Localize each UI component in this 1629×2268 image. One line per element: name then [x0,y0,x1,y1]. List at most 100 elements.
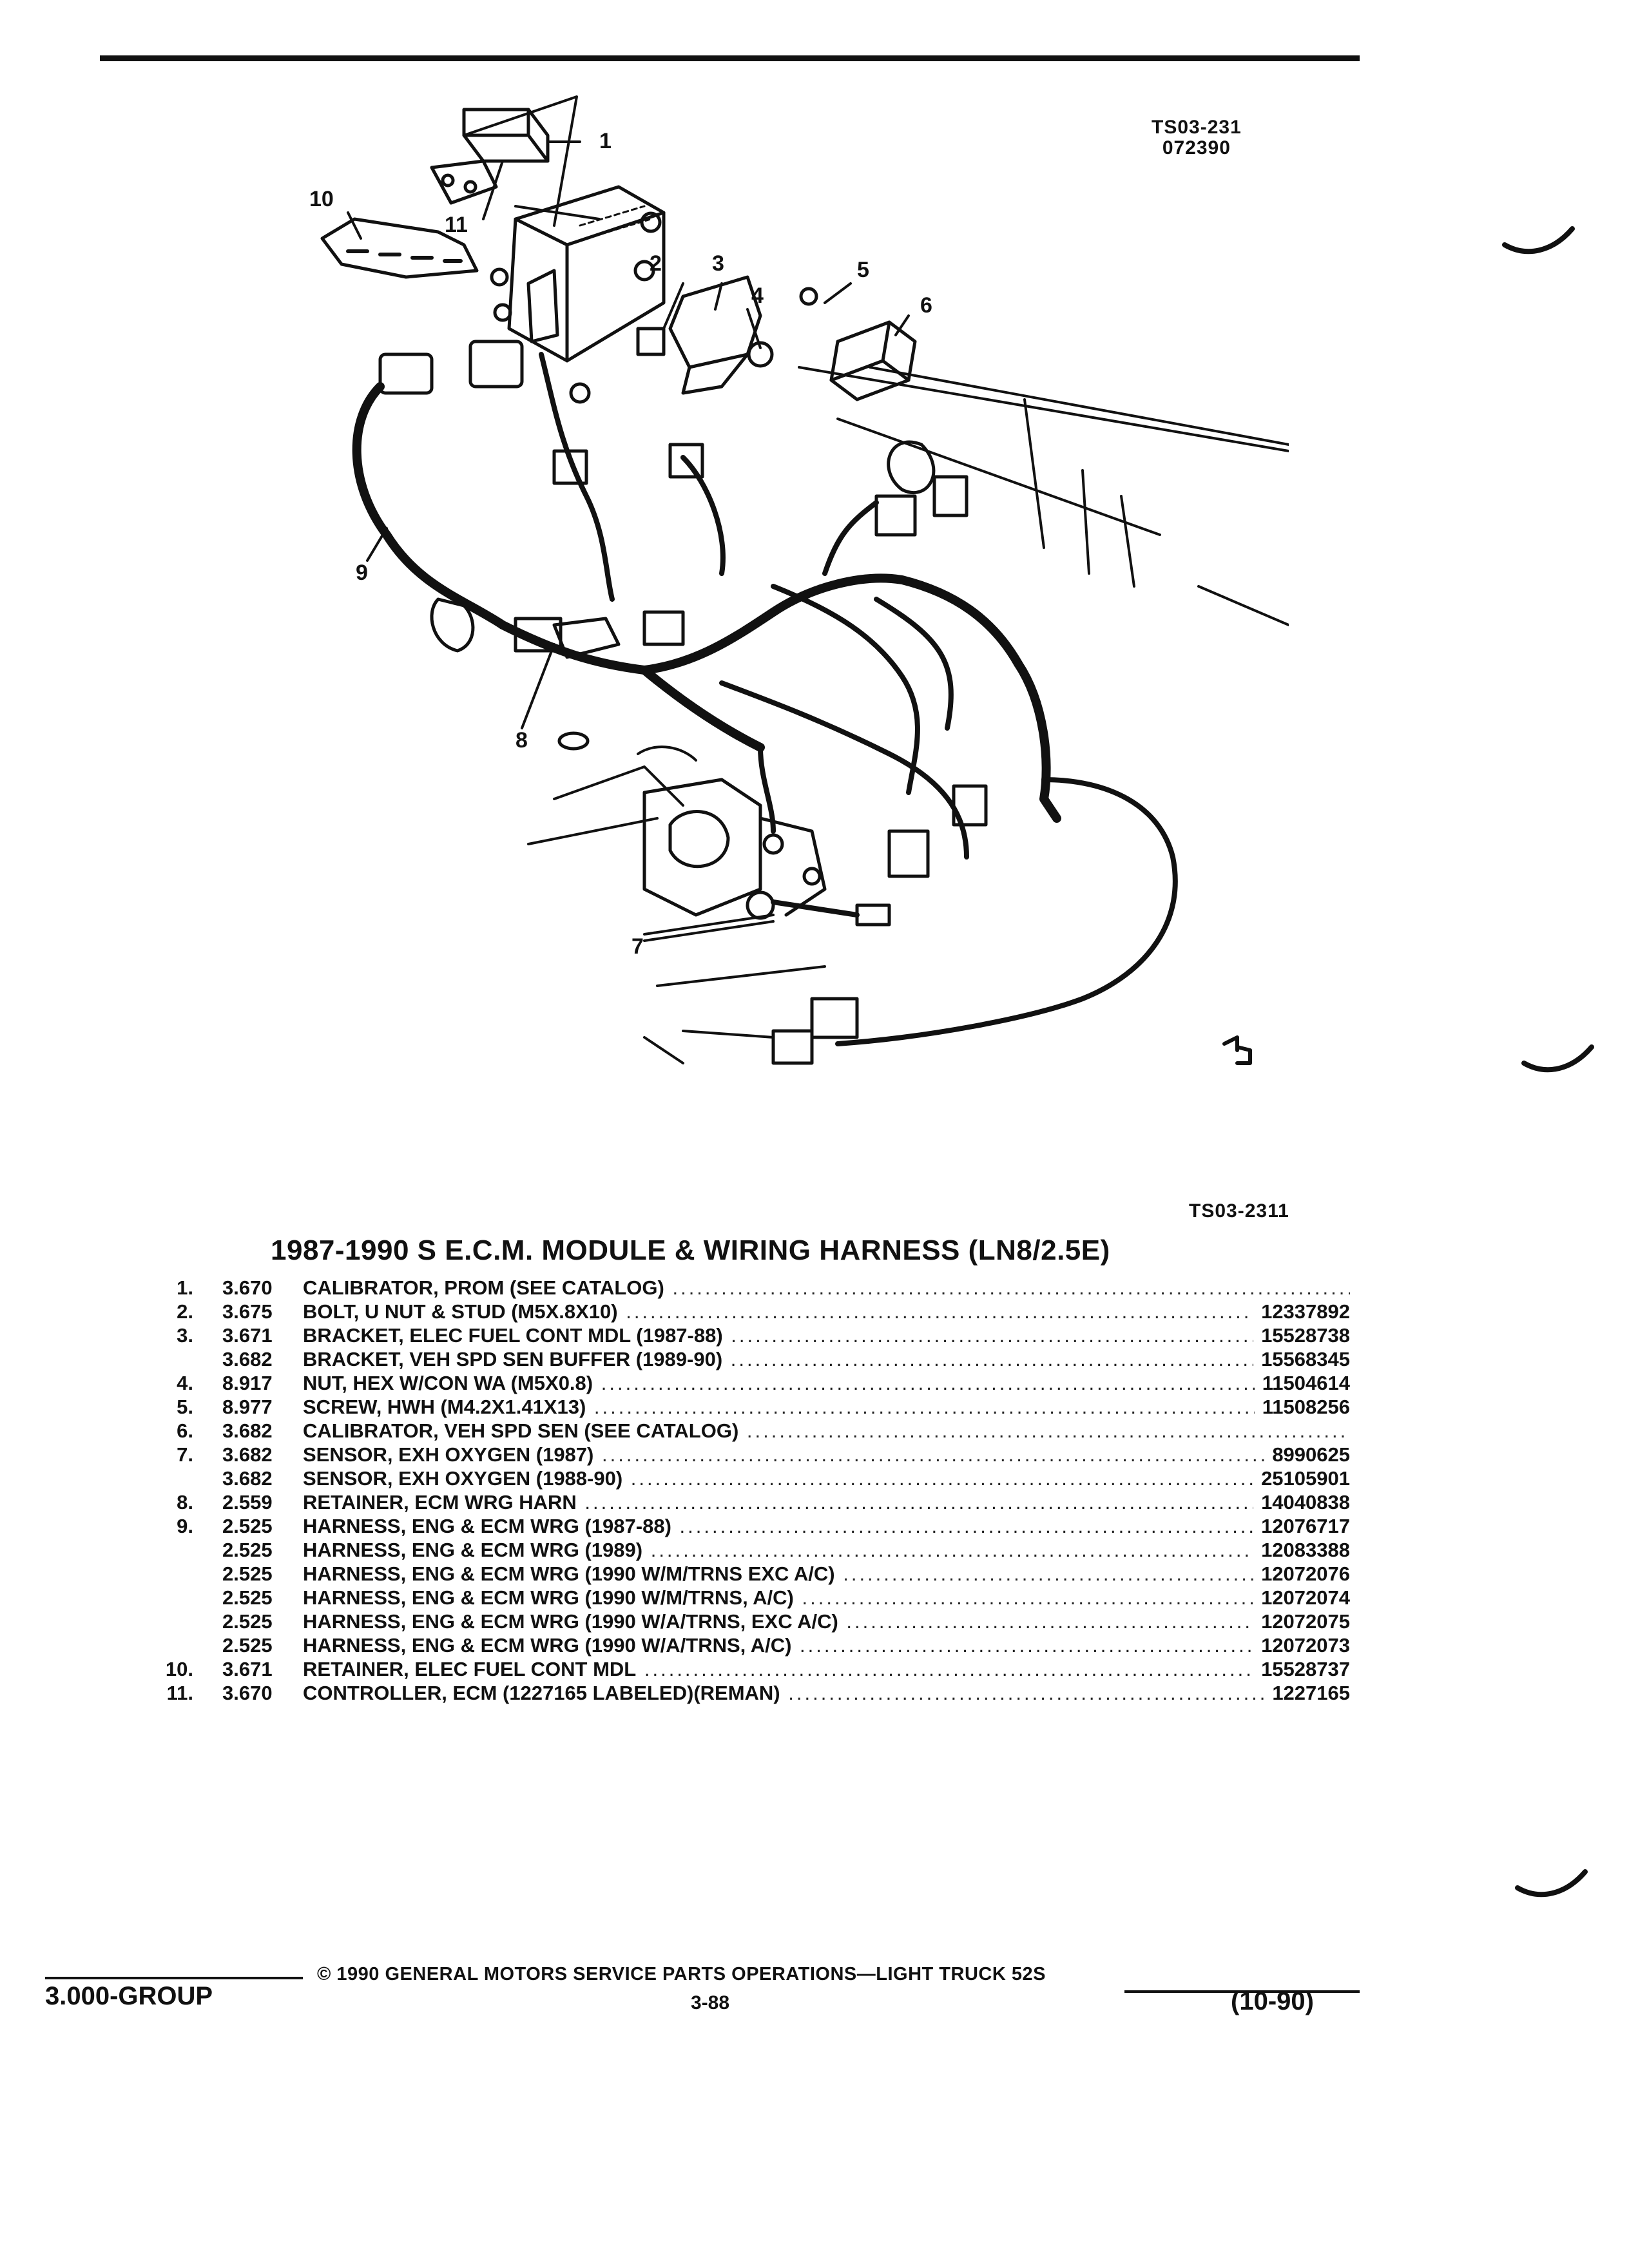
footer-page-number: 3-88 [691,1992,730,2013]
part-name: SENSOR [303,1443,387,1466]
part-name: SCREW [303,1396,376,1418]
callout-5: 5 [857,258,869,282]
part-name: SENSOR [303,1467,387,1490]
page-title: 1987-1990 S E.C.M. MODULE & WIRING HARNE… [271,1235,1110,1266]
engine-block [642,778,827,917]
leader-dots: ........................................… [746,1419,1350,1442]
publisher-mark [1222,1035,1252,1065]
leader-dots: ........................................… [601,1372,1350,1394]
part-description: SENSOR, EXH OXYGEN (1987) ..............… [303,1443,1350,1466]
part-detail: , ELEC FUEL CONT MDL [403,1658,637,1680]
callout-9: 9 [356,561,368,585]
part-name: RETAINER [303,1658,404,1680]
footer-copyright: © 1990 GENERAL MOTORS SERVICE PARTS OPER… [317,1964,1046,1984]
part-description: CONTROLLER, ECM (1227165 LABELED)(REMAN)… [303,1681,1350,1705]
part-description: RETAINER, ECM WRG HARN .................… [303,1490,1350,1514]
part-detail: , ENG & ECM WRG (1990 W/M/TRNS EXC A/C) [400,1562,835,1585]
part-number: 1227165 [1264,1681,1350,1705]
part-number: 12072073 [1253,1633,1350,1657]
part-description: HARNESS, ENG & ECM WRG (1990 W/M/TRNS EX… [303,1562,1350,1586]
part-number: 15568345 [1253,1347,1350,1371]
exhaust-oxygen-sensor [557,731,891,927]
leader-dots: ........................................… [672,1276,1350,1299]
group-code: 2.525 [222,1515,273,1537]
item-number: 10. [165,1658,193,1680]
retainer-elec-fuel-cont-mdl [320,217,479,279]
group-code: 3.671 [222,1324,273,1347]
vss-calibrator [799,287,917,401]
margin-tick-mark [1521,1044,1594,1073]
item-number: 4. [177,1372,193,1394]
part-name: CALIBRATOR [303,1276,434,1299]
part-description: NUT, HEX W/CON WA (M5X0.8) .............… [303,1371,1350,1395]
part-detail: , ELEC FUEL CONT MDL (1987-88) [398,1324,723,1347]
harness-retainer [552,617,621,659]
group-code: 2.525 [222,1539,273,1561]
ecm-bracket [636,275,774,395]
group-code: 3.682 [222,1443,273,1466]
part-detail: , ECM WRG HARN [403,1491,577,1514]
footer-rule-left [45,1977,303,1979]
group-code: 3.670 [222,1682,273,1704]
part-description: HARNESS, ENG & ECM WRG (1990 W/A/TRNS, E… [303,1610,1350,1633]
part-detail: , EXH OXYGEN (1988-90) [387,1467,623,1490]
part-number: 11508256 [1254,1395,1350,1419]
group-code: 2.525 [222,1634,273,1657]
part-detail: , ENG & ECM WRG (1989) [400,1539,643,1561]
part-description: CALIBRATOR, VEH SPD SEN (SEE CATALOG) ..… [303,1419,1350,1443]
part-number: 12076717 [1253,1514,1350,1538]
vehicle-body-outline [527,366,1289,1064]
callout-3: 3 [712,251,724,276]
drawing-number: TS03-231 [1152,117,1242,138]
part-description: HARNESS, ENG & ECM WRG (1990 W/M/TRNS, A… [303,1586,1350,1610]
item-number: 1. [177,1276,193,1299]
part-detail: , ENG & ECM WRG (1990 W/A/TRNS, EXC A/C) [400,1610,838,1633]
leader-dots: ........................................… [630,1467,1350,1490]
leader-dots: ........................................… [730,1348,1350,1370]
part-description: RETAINER, ELEC FUEL CONT MDL ...........… [303,1657,1350,1681]
part-detail: , ECM (1227165 LABELED)(REMAN) [441,1682,780,1704]
callout-1: 1 [599,129,612,153]
part-description: BRACKET, VEH SPD SEN BUFFER (1989-90) ..… [303,1347,1350,1371]
part-description: HARNESS, ENG & ECM WRG (1987-88) .......… [303,1514,1350,1538]
footer-rule-right [1124,1990,1360,1993]
part-name: CALIBRATOR [303,1419,434,1442]
group-code: 3.682 [222,1348,273,1370]
part-name: NUT [303,1372,342,1394]
callout-4: 4 [751,284,764,308]
item-number: 9. [177,1515,193,1537]
callout-2: 2 [650,251,662,276]
part-detail: , ENG & ECM WRG (1990 W/M/TRNS, A/C) [400,1586,794,1609]
part-detail: , PROM (SEE CATALOG) [433,1276,664,1299]
group-code: 3.682 [222,1419,273,1442]
group-code: 3.675 [222,1300,273,1323]
part-description: BRACKET, ELEC FUEL CONT MDL (1987-88) ..… [303,1323,1350,1347]
part-name: HARNESS [303,1610,401,1633]
part-name: HARNESS [303,1634,401,1657]
leader-dots: ........................................… [731,1324,1350,1347]
item-number: 11. [166,1682,193,1704]
leader-dots: ........................................… [644,1658,1350,1680]
part-name: HARNESS [303,1586,401,1609]
part-name: HARNESS [303,1539,401,1561]
item-number: 7. [177,1443,193,1466]
wiring-harness [352,382,1061,823]
part-detail: , ENG & ECM WRG (1990 W/A/TRNS, A/C) [400,1634,792,1657]
prom-calibrator [462,108,550,163]
part-description: HARNESS, ENG & ECM WRG (1990 W/A/TRNS, A… [303,1633,1350,1657]
parts-row: 7. 3.682 SENSOR, EXH OXYGEN (1987) .......… [148,1443,1366,1466]
part-description: BOLT, U NUT & STUD (M5X.8X10) ..........… [303,1300,1350,1323]
part-name: BRACKET [303,1348,399,1370]
part-detail: , EXH OXYGEN (1987) [387,1443,594,1466]
parts-row: 9. 2.525 HARNESS, ENG & ECM WRG (1987-88) … [148,1514,1366,1538]
group-code: 8.977 [222,1396,273,1418]
